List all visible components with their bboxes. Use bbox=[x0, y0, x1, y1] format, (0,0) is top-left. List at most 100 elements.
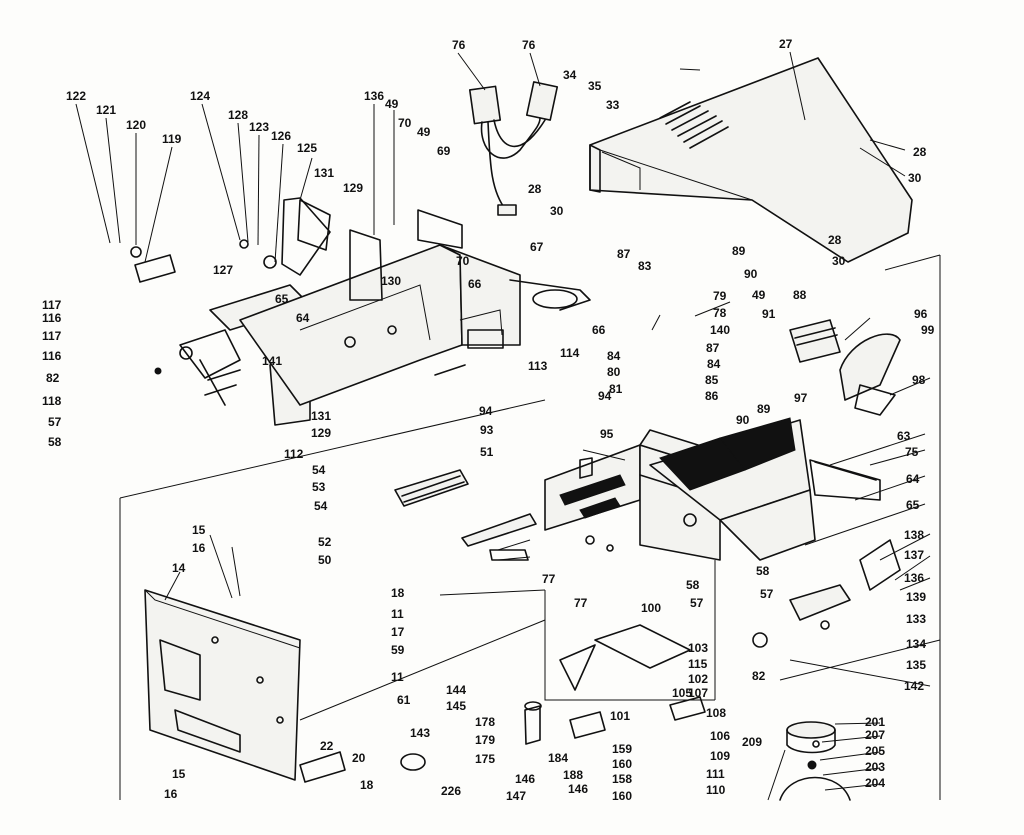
top-cover bbox=[589, 57, 913, 263]
assembly-outlines bbox=[119, 254, 941, 800]
part-callout-94: 94 bbox=[598, 389, 612, 403]
part-callout-65: 65 bbox=[275, 292, 289, 306]
part-callout-100: 100 bbox=[641, 601, 661, 615]
part-callout-30: 30 bbox=[832, 254, 846, 268]
lever-96 bbox=[839, 333, 901, 416]
part-callout-84: 84 bbox=[607, 349, 621, 363]
part-callout-14: 14 bbox=[172, 561, 186, 575]
part-callout-35: 35 bbox=[588, 79, 602, 93]
part-callout-133: 133 bbox=[906, 612, 926, 626]
part-callout-159: 159 bbox=[612, 742, 632, 756]
part-callout-101: 101 bbox=[610, 709, 630, 723]
part-callout-49: 49 bbox=[752, 288, 766, 302]
part-callout-188: 188 bbox=[563, 768, 583, 782]
part-callout-118: 118 bbox=[42, 394, 62, 408]
part-callout-102: 102 bbox=[688, 672, 708, 686]
part-callout-201: 201 bbox=[865, 715, 885, 729]
callout-labels: 1221211201191241281231261251311291364970… bbox=[42, 37, 935, 803]
part-callout-16: 16 bbox=[164, 787, 178, 801]
part-callout-95: 95 bbox=[600, 427, 614, 441]
lower-frame-14 bbox=[144, 589, 301, 781]
part-callout-76: 76 bbox=[522, 38, 536, 52]
part-callout-184: 184 bbox=[548, 751, 568, 765]
part-callout-89: 89 bbox=[757, 402, 771, 416]
part-callout-30: 30 bbox=[908, 171, 922, 185]
part-callout-49: 49 bbox=[417, 125, 431, 139]
part-callout-16: 16 bbox=[192, 541, 206, 555]
part-callout-18: 18 bbox=[360, 778, 374, 792]
part-callout-85: 85 bbox=[705, 373, 719, 387]
part-callout-143: 143 bbox=[410, 726, 430, 740]
part-callout-130: 130 bbox=[381, 274, 401, 288]
part-callout-134: 134 bbox=[906, 637, 926, 651]
part-callout-175: 175 bbox=[475, 752, 495, 766]
part-callout-146: 146 bbox=[515, 772, 535, 786]
part-callout-50: 50 bbox=[318, 553, 332, 567]
part-callout-117: 117 bbox=[42, 329, 62, 343]
right-deck bbox=[649, 417, 881, 561]
part-callout-94: 94 bbox=[479, 404, 493, 418]
part-callout-203: 203 bbox=[865, 760, 885, 774]
part-callout-77: 77 bbox=[542, 572, 556, 586]
part-callout-15: 15 bbox=[172, 767, 186, 781]
part-callout-84: 84 bbox=[707, 357, 721, 371]
part-callout-49: 49 bbox=[385, 97, 399, 111]
part-callout-89: 89 bbox=[732, 244, 746, 258]
part-callout-28: 28 bbox=[913, 145, 927, 159]
part-callout-11: 11 bbox=[391, 607, 404, 621]
part-callout-124: 124 bbox=[190, 89, 210, 103]
part-callout-129: 129 bbox=[343, 181, 363, 195]
part-callout-20: 20 bbox=[352, 751, 366, 765]
part-callout-57: 57 bbox=[690, 596, 704, 610]
part-callout-61: 61 bbox=[397, 693, 411, 707]
part-callout-204: 204 bbox=[865, 776, 885, 790]
part-callout-160: 160 bbox=[612, 789, 632, 803]
part-callout-99: 99 bbox=[921, 323, 935, 337]
part-callout-58: 58 bbox=[756, 564, 770, 578]
part-callout-15: 15 bbox=[192, 523, 206, 537]
part-callout-28: 28 bbox=[528, 182, 542, 196]
part-callout-58: 58 bbox=[686, 578, 700, 592]
part-callout-144: 144 bbox=[446, 683, 466, 697]
part-callout-97: 97 bbox=[794, 391, 808, 405]
part-callout-179: 179 bbox=[475, 733, 495, 747]
part-callout-120: 120 bbox=[126, 118, 146, 132]
part-callout-18: 18 bbox=[391, 586, 405, 600]
part-callout-131: 131 bbox=[311, 409, 331, 423]
part-callout-76: 76 bbox=[452, 38, 466, 52]
part-callout-53: 53 bbox=[312, 480, 326, 494]
part-callout-75: 75 bbox=[905, 445, 919, 459]
part-callout-87: 87 bbox=[617, 247, 631, 261]
lower-mechanism bbox=[299, 539, 901, 783]
part-callout-123: 123 bbox=[249, 120, 269, 134]
part-callout-105: 105 bbox=[672, 686, 692, 700]
part-callout-70: 70 bbox=[398, 116, 412, 130]
connector-harness bbox=[468, 81, 559, 216]
lower-right-parts bbox=[779, 721, 851, 801]
part-callout-88: 88 bbox=[793, 288, 807, 302]
part-callout-145: 145 bbox=[446, 699, 466, 713]
part-callout-106: 106 bbox=[710, 729, 730, 743]
part-callout-87: 87 bbox=[706, 341, 720, 355]
part-callout-158: 158 bbox=[612, 772, 632, 786]
part-callout-17: 17 bbox=[391, 625, 405, 639]
part-callout-103: 103 bbox=[688, 641, 708, 655]
part-callout-137: 137 bbox=[904, 548, 924, 562]
main-chassis bbox=[239, 197, 591, 406]
part-callout-122: 122 bbox=[66, 89, 86, 103]
part-callout-34: 34 bbox=[563, 68, 577, 82]
part-callout-135: 135 bbox=[906, 658, 926, 672]
part-callout-90: 90 bbox=[744, 267, 758, 281]
part-callout-91: 91 bbox=[762, 307, 776, 321]
cover-vent-slots bbox=[659, 101, 729, 149]
part-callout-51: 51 bbox=[480, 445, 494, 459]
part-callout-64: 64 bbox=[906, 472, 920, 486]
slide-parts bbox=[394, 364, 593, 561]
part-callout-114: 114 bbox=[560, 346, 580, 360]
part-callout-178: 178 bbox=[475, 715, 495, 729]
part-callout-107: 107 bbox=[688, 686, 708, 700]
part-callout-96: 96 bbox=[914, 307, 928, 321]
part-callout-207: 207 bbox=[865, 728, 885, 742]
